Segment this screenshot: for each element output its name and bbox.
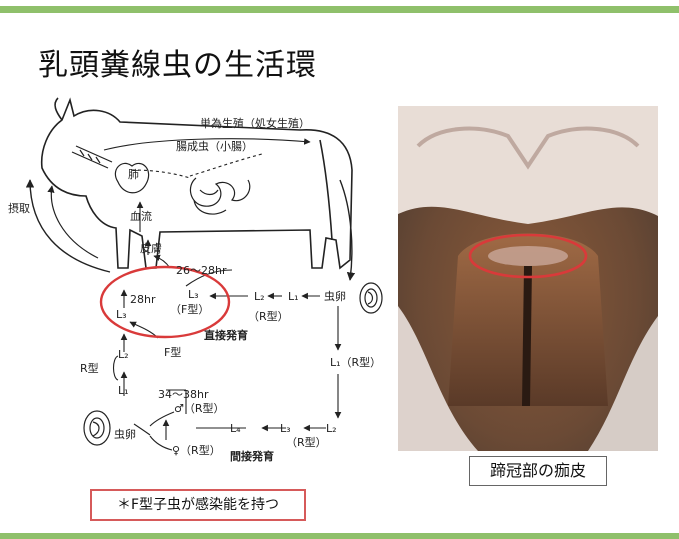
- label-f-type: F型: [164, 345, 181, 359]
- infection-note: ＊F型子虫が感染能を持つ: [90, 489, 306, 521]
- label-male-r: ♂（R型）: [174, 401, 225, 415]
- label-l1-mid: L₁: [288, 290, 299, 303]
- label-blood-flow: 血流: [130, 209, 152, 223]
- label-ingestion: 摂取: [8, 201, 30, 215]
- label-f-type-paren: （F型）: [170, 302, 209, 316]
- label-l3-left: L₃: [116, 308, 127, 321]
- egg-icon-left: [84, 411, 110, 445]
- hoof-photo: [398, 106, 658, 451]
- label-l2-bottom: L₂: [326, 422, 337, 435]
- label-adult-worm: 腸成虫（小腸）: [176, 140, 253, 153]
- label-l4-bottom: L₄: [230, 422, 241, 435]
- label-l1-r-type: L₁（R型）: [330, 355, 381, 369]
- intestine-shape: [190, 178, 249, 214]
- label-direct-development: 直接発育: [204, 328, 248, 342]
- flow-arrows: [114, 256, 339, 450]
- label-lung: 肺: [128, 168, 139, 181]
- label-parthenogenesis: 単為生殖（処女生殖）: [200, 116, 310, 130]
- top-accent-bar: [0, 6, 679, 13]
- label-time-34-38: 34～38hr: [158, 388, 209, 401]
- page-title: 乳頭糞線虫の生活環: [38, 40, 317, 84]
- label-time-28: 28hr: [130, 293, 156, 306]
- internal-path-arrows: [104, 139, 310, 255]
- label-l3-bottom: L₃: [280, 422, 291, 435]
- label-l2-mid: L₂: [254, 290, 265, 303]
- label-l1-left: L₁: [118, 384, 129, 397]
- label-time-26-28: 26～28hr: [176, 264, 227, 277]
- label-skin: 皮膚: [140, 241, 162, 255]
- bottom-accent-bar: [0, 533, 679, 539]
- label-egg-left: 虫卵: [114, 428, 136, 441]
- label-female-r: ♀（R型）: [172, 443, 221, 457]
- label-r-type: R型: [80, 361, 99, 375]
- label-l3-top: L₃: [188, 288, 199, 301]
- label-r-type-paren-mid: （R型）: [248, 309, 289, 323]
- label-r-type-paren-bottom: （R型）: [286, 435, 327, 449]
- egg-icon-right: [360, 283, 382, 313]
- photo-caption: 蹄冠部の痂皮: [469, 456, 607, 486]
- label-egg-right: 虫卵: [324, 290, 346, 303]
- life-cycle-diagram: 単為生殖（処女生殖） 腸成虫（小腸） 肺 血流 皮膚 摂取 26～28hr 28…: [0, 88, 390, 488]
- label-indirect-development: 間接発育: [230, 449, 274, 463]
- label-l2-left: L₂: [118, 348, 129, 361]
- f-type-highlight-circle: [101, 267, 229, 337]
